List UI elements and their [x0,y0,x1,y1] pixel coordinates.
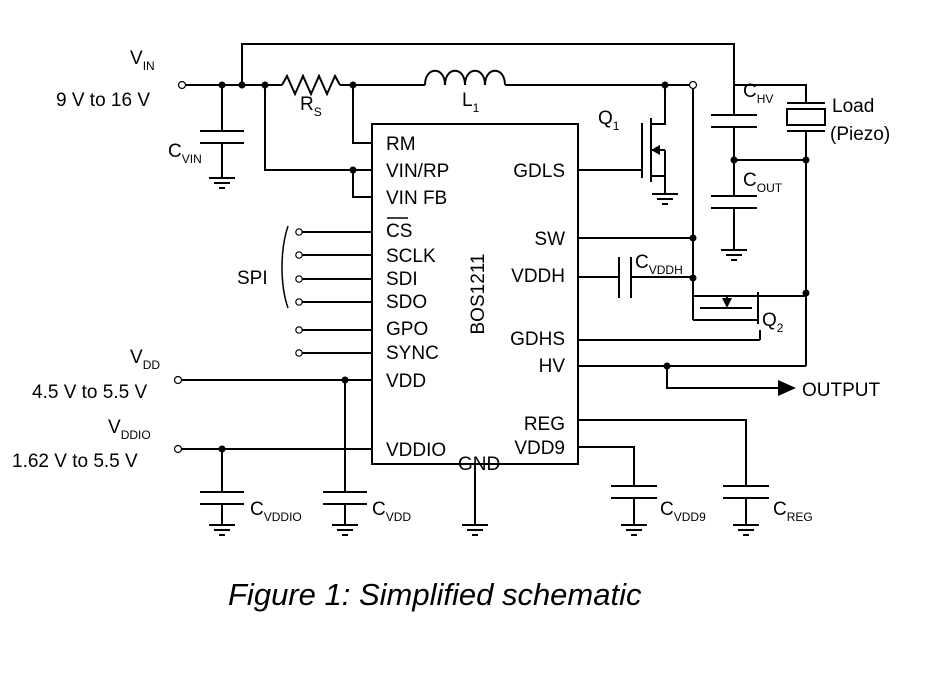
pin-gnd: GND [458,454,500,475]
pin-sw: SW [534,229,565,250]
labels: VIN 9 V to 16 V VDD 4.5 V to 5.5 V VDDIO… [12,48,890,524]
load-piezo [734,84,826,297]
hv-output [578,296,807,396]
spi-label: SPI [237,268,268,289]
sw-node [578,88,697,320]
pin-hv: HV [539,356,566,377]
l1-inductor [424,69,506,86]
creg-label: CREG [773,499,813,524]
cvdd-label: CVDD [372,499,411,524]
pin-sdi: SDI [386,269,418,290]
vdd-label: VDD [130,347,160,372]
right-pin-labels: GDLS SW VDDH GDHS HV REG VDD9 [510,161,565,459]
cvddh-label: CVDDH [635,252,683,277]
pin-sdo: SDO [386,292,427,313]
rs-label: RS [300,94,322,119]
vin-label: VIN [130,48,155,73]
pin-rm: RM [386,134,416,155]
pin-vdd: VDD [386,371,426,392]
cvdd9-label: CVDD9 [660,499,706,524]
pin-cs: CS [386,221,412,242]
spi-brace [281,225,289,309]
load-label-line1: Load [832,96,874,117]
cvin-ground-icon [209,177,235,189]
bos1211-chip [371,123,579,465]
cout-capacitor [711,195,757,261]
left-pin-labels: RM VIN/RP VIN FB CS SCLK SDI SDO GPO SYN… [386,134,500,475]
cout-label: COUT [743,170,783,195]
q2-label: Q2 [762,310,784,335]
cvddio-label: CVDDIO [250,499,302,524]
output-label: OUTPUT [802,380,881,401]
pin-sclk: SCLK [386,246,436,267]
load-label-line2: (Piezo) [830,124,890,145]
q1-label: Q1 [598,108,620,133]
cvdd-ground-icon [332,524,358,536]
spi-lines [281,225,372,357]
cvddio-ground-icon [209,524,235,536]
pin-reg: REG [524,414,565,435]
output-arrow-icon [778,380,796,396]
pin-vin-fb: VIN FB [386,188,447,209]
vdd-range: 4.5 V to 5.5 V [32,382,147,403]
l1-label: L1 [462,90,480,115]
chip-ground-icon [462,464,488,536]
vddio-network [173,444,372,536]
vddio-range: 1.62 V to 5.5 V [12,451,138,472]
vin-terminal [177,80,187,90]
pin-vddh: VDDH [511,266,565,287]
cvin-label: CVIN [168,141,202,166]
pin-gpo: GPO [386,319,428,340]
rs-resistor [281,73,341,97]
vddio-label: VDDIO [108,417,151,442]
cvdd9-network [578,446,657,536]
cvddh-capacitor [578,257,693,298]
vin-range: 9 V to 16 V [56,90,150,111]
vin-network [177,43,735,198]
q2-mosfet [578,292,806,341]
pin-vdd9: VDD9 [514,438,565,459]
figure-caption: Figure 1: Simplified schematic [228,577,642,612]
chv-capacitor [711,85,757,196]
pin-vddio: VDDIO [386,440,446,461]
q1-mosfet [578,85,678,205]
chip-name: BOS1211 [468,254,489,335]
creg-network [578,419,769,536]
pin-vin-rp: VIN/RP [386,161,449,182]
chv-label: CHV [743,81,773,106]
vdd-network [173,375,372,536]
pin-sync: SYNC [386,343,439,364]
pin-gdls: GDLS [513,161,565,182]
pin-gdhs: GDHS [510,329,565,350]
